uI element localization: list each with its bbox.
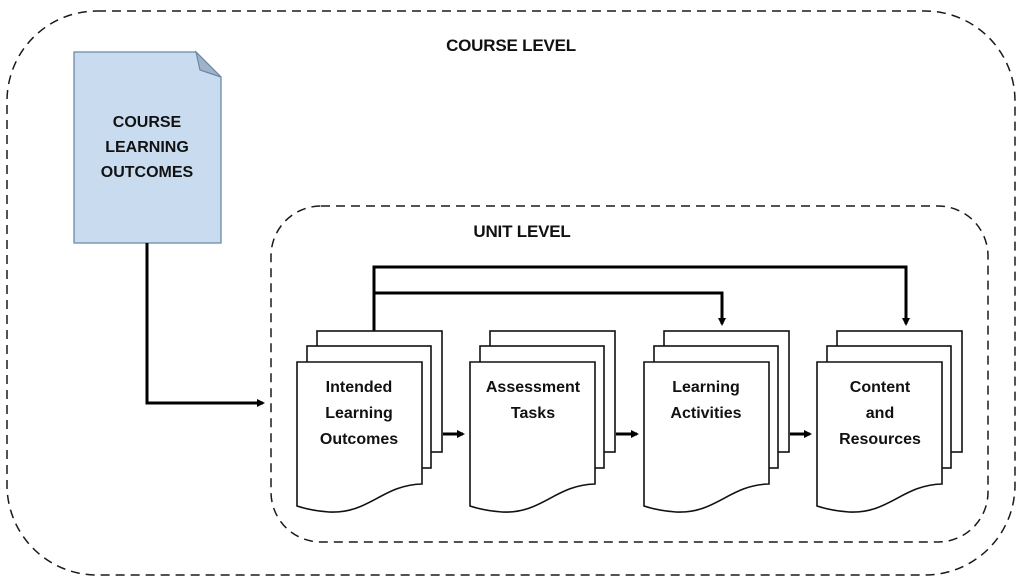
doc-label-line-2: Activities <box>670 405 741 422</box>
front-page <box>469 361 596 513</box>
front-page <box>816 361 943 513</box>
connector-ilo-to-content <box>372 265 910 331</box>
doc-label-line-1: Assessment <box>486 379 581 396</box>
front-page <box>296 361 423 513</box>
doc-label-line-1: Learning <box>672 379 740 396</box>
course-learning-outcomes-document: COURSE LEARNING OUTCOMES <box>73 50 222 244</box>
document-stack-learning-activities: Learning Activities <box>643 330 790 513</box>
course-level-title: COURSE LEVEL <box>446 36 576 55</box>
document-shape <box>73 51 222 244</box>
doc-label-line-2: Tasks <box>511 405 555 422</box>
clo-label-line-1: COURSE <box>113 114 182 131</box>
folded-corner-icon <box>194 50 222 78</box>
doc-label-line-3: Outcomes <box>320 431 398 448</box>
document-stack-intended-learning-outcomes: Intended Learning Outcomes <box>296 330 443 513</box>
doc-label-line-3: Resources <box>839 431 921 448</box>
clo-label-line-2: LEARNING <box>105 139 189 156</box>
connector-course-to-unit <box>145 243 265 407</box>
course-level-boundary <box>6 10 1016 576</box>
doc-label-line-2: and <box>866 405 894 422</box>
doc-label-line-1: Intended <box>326 379 393 396</box>
unit-level-boundary <box>270 205 989 543</box>
unit-level-title: UNIT LEVEL <box>473 222 570 241</box>
clo-label-line-3: OUTCOMES <box>101 164 194 181</box>
document-stack-content-and-resources: Content and Resources <box>816 330 963 513</box>
front-page <box>643 361 770 513</box>
doc-label-line-2: Learning <box>325 405 393 422</box>
document-stack-assessment-tasks: Assessment Tasks <box>469 330 616 513</box>
doc-label-line-1: Content <box>850 379 911 396</box>
connector-ilo-to-activities <box>374 291 726 326</box>
